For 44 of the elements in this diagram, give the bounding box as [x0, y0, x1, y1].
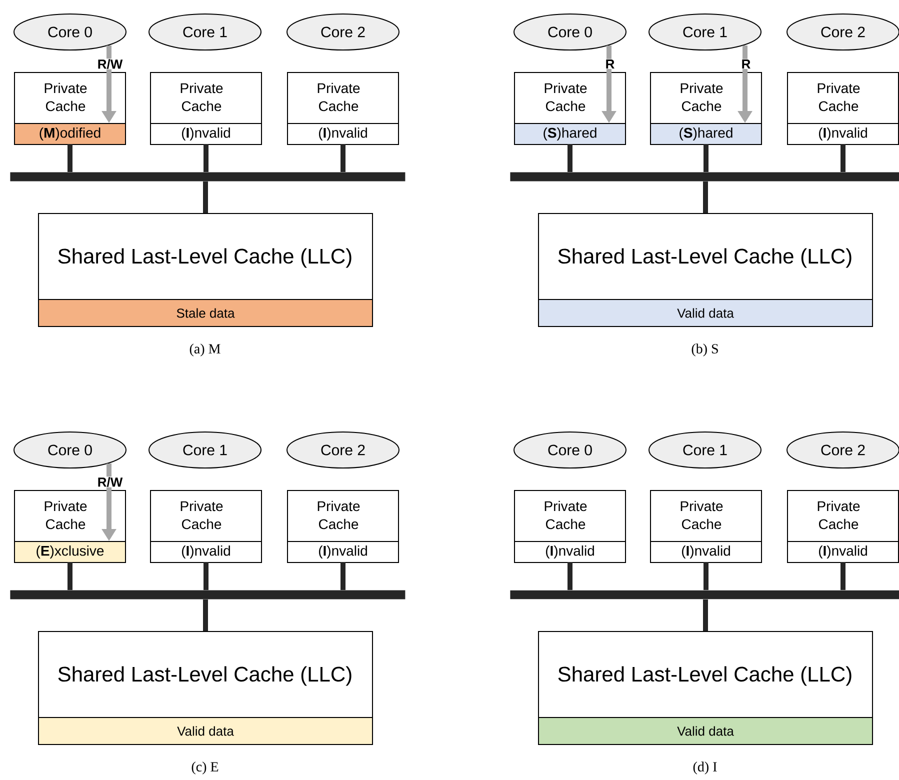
connector-line: [840, 562, 846, 590]
state-band: (I)nvalid: [787, 123, 899, 145]
data-band: Valid data: [538, 299, 873, 327]
edge-label: R: [740, 59, 752, 69]
connector-line: [840, 144, 846, 172]
subfigure-caption: (a) M: [190, 344, 220, 356]
connector-line: [203, 599, 208, 631]
connector-line: [68, 562, 72, 590]
state-band: (S)hared: [650, 123, 762, 145]
subfigure-caption: (b) S: [692, 344, 718, 356]
connector-line: [703, 181, 708, 213]
connector-line: [568, 144, 572, 172]
connector-line: [704, 144, 708, 172]
subfigure-caption: (c) E: [192, 762, 218, 774]
state-band: (E)xclusive: [14, 541, 126, 563]
connector-line: [204, 144, 208, 172]
subfigure-caption: (d) I: [693, 762, 717, 774]
edge-label: R/W: [96, 476, 124, 488]
bus-bar: [510, 172, 899, 182]
bus-bar: [10, 172, 406, 182]
connector-line: [203, 181, 208, 213]
connector-line: [703, 599, 708, 631]
data-band: Valid data: [38, 717, 373, 745]
edge-label: R/W: [96, 58, 124, 70]
state-band: (I)nvalid: [150, 541, 262, 563]
state-band: (I)nvalid: [287, 123, 399, 145]
state-band: (S)hared: [514, 123, 626, 145]
connector-line: [340, 562, 346, 590]
state-band: (I)nvalid: [514, 541, 626, 563]
bus-bar: [10, 590, 406, 600]
connector-line: [568, 562, 572, 590]
state-band: (I)nvalid: [287, 541, 399, 563]
connector-line: [204, 562, 208, 590]
edge-label: R: [604, 59, 616, 69]
data-band: Valid data: [538, 717, 873, 745]
data-band: Stale data: [38, 299, 373, 327]
connector-line: [704, 562, 708, 590]
state-band: (M)odified: [14, 123, 126, 145]
connector-line: [68, 144, 72, 172]
bus-bar: [510, 590, 899, 600]
state-band: (I)nvalid: [650, 541, 762, 563]
state-band: (I)nvalid: [787, 541, 899, 563]
state-band: (I)nvalid: [150, 123, 262, 145]
connector-line: [340, 144, 346, 172]
